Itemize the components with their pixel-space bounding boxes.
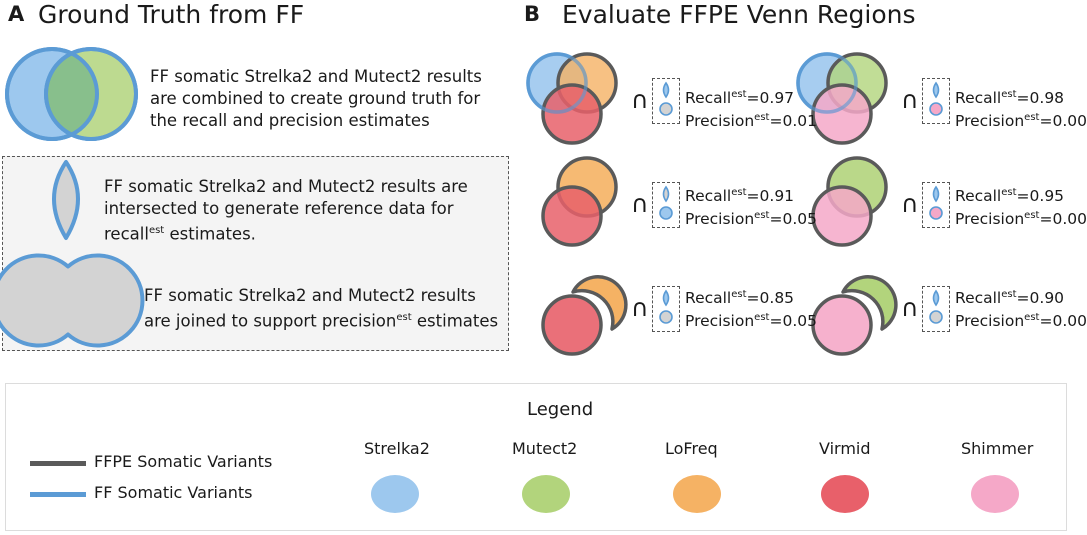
join-description-sup: est (396, 312, 412, 323)
legend-label-mutect2: Mutect2 (512, 439, 578, 458)
intersect-symbol: ∩ (901, 294, 919, 322)
panel-a-letter: A (8, 2, 25, 26)
intersect-symbol: ∩ (631, 294, 649, 322)
intersect-symbol: ∩ (631, 190, 649, 218)
metric-cell-6: Recallest=0.90 Precisionest=0.00 (955, 289, 1087, 331)
venn-strelka2-lofreq-virmid (526, 52, 618, 145)
panel-a-title: Ground Truth from FF (38, 0, 305, 29)
join-description-tail: estimates (411, 311, 499, 331)
metric-cell-3: Recallest=0.91 Precisionest=0.05 (685, 187, 817, 229)
intersection-description-tail: estimates. (164, 224, 256, 244)
metric-cell-2: Recallest=0.98 Precisionest=0.00 (955, 89, 1087, 131)
legend-swatch-mutect2 (522, 475, 570, 513)
venn-lofreq-virmid (541, 156, 618, 247)
mini-reference-box (922, 182, 950, 228)
mini-reference-box (652, 286, 680, 332)
metric-cell-5: Recallest=0.85 Precisionest=0.05 (685, 289, 817, 331)
intersection-description-text: FF somatic Strelka2 and Mutect2 results … (104, 177, 468, 244)
venn-mutect2-only-shimmer (811, 275, 898, 356)
metric-cell-4: Recallest=0.95 Precisionest=0.00 (955, 187, 1087, 229)
join-description: FF somatic Strelka2 and Mutect2 results … (144, 285, 504, 333)
legend-swatch-shimmer (971, 475, 1019, 513)
mini-reference-box (922, 78, 950, 124)
panel-b-letter: B (524, 2, 541, 26)
intersect-symbol: ∩ (901, 190, 919, 218)
legend-label-virmid: Virmid (819, 439, 871, 458)
legend-line-ff (30, 492, 86, 497)
legend-label-ffpe: FFPE Somatic Variants (94, 452, 273, 471)
ff-union-venn (5, 47, 138, 141)
venn-lofreq-only-virmid (541, 275, 628, 356)
venn-mutect2-shimmer (811, 156, 888, 247)
intersect-symbol: ∩ (631, 86, 649, 114)
legend-label-strelka2: Strelka2 (364, 439, 430, 458)
intersection-description-sup: est (148, 225, 165, 236)
panel-b-title: Evaluate FFPE Venn Regions (562, 0, 916, 29)
legend-swatch-strelka2 (371, 475, 419, 513)
legend-title: Legend (527, 399, 594, 420)
legend-label-shimmer: Shimmer (961, 439, 1034, 458)
union-description: FF somatic Strelka2 and Mutect2 results … (150, 67, 482, 130)
legend-swatch-virmid (821, 475, 869, 513)
legend-line-ffpe (30, 461, 86, 466)
mini-reference-box (652, 78, 680, 124)
intersect-symbol: ∩ (901, 86, 919, 114)
mini-reference-box (922, 286, 950, 332)
metric-cell-1: Recallest=0.97 Precisionest=0.01 (685, 89, 817, 131)
ff-intersection-shape (52, 160, 80, 240)
legend-label-lofreq: LoFreq (665, 439, 718, 458)
mini-reference-box (652, 182, 680, 228)
join-description-text: FF somatic Strelka2 and Mutect2 results … (144, 286, 476, 331)
intersection-description: FF somatic Strelka2 and Mutect2 results … (104, 176, 509, 246)
legend-swatch-lofreq (673, 475, 721, 513)
legend-box (5, 383, 1067, 531)
mini-reference-shapes (659, 81, 943, 324)
legend-label-ff: FF Somatic Variants (94, 483, 253, 502)
ff-joined-shape (0, 253, 145, 348)
venn-strelka2-mutect2-shimmer (796, 52, 888, 145)
